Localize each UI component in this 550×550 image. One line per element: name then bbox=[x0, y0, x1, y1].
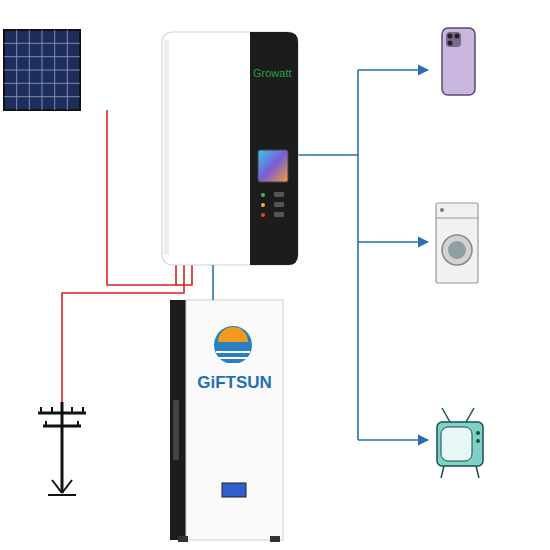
insulator bbox=[41, 407, 83, 426]
panel-frame bbox=[4, 30, 80, 110]
battery bbox=[170, 300, 283, 542]
battery-handle bbox=[173, 400, 179, 460]
led bbox=[261, 203, 265, 207]
inverter-box: Growatt bbox=[162, 32, 298, 265]
solar-panel bbox=[4, 30, 80, 110]
battery-box: GiFTSUN bbox=[170, 300, 283, 540]
battery-foot bbox=[178, 536, 188, 542]
lens bbox=[448, 34, 453, 39]
tv-leg bbox=[441, 466, 479, 478]
battery-display bbox=[222, 483, 246, 497]
brand-label: Growatt bbox=[253, 67, 295, 79]
battery-logo bbox=[216, 352, 250, 364]
load-wire bbox=[298, 154, 358, 156]
phone-icon bbox=[442, 28, 475, 95]
inverter-edge bbox=[164, 40, 169, 255]
tv-screen bbox=[441, 427, 472, 461]
button bbox=[274, 192, 284, 197]
battery-foot bbox=[270, 536, 280, 542]
washer-icon bbox=[436, 203, 478, 283]
load-arrow bbox=[358, 439, 428, 441]
phone-body bbox=[442, 28, 475, 95]
tv-case bbox=[437, 422, 483, 466]
brand-label: GiFTSUN bbox=[188, 374, 281, 393]
lens bbox=[448, 41, 453, 46]
battery-logo bbox=[214, 326, 252, 364]
button bbox=[274, 202, 284, 207]
inverter bbox=[162, 32, 298, 265]
pole-base bbox=[48, 480, 76, 495]
washer-panel bbox=[436, 218, 478, 219]
grid-wire bbox=[176, 265, 192, 285]
crossarm bbox=[43, 425, 81, 428]
load-arrow bbox=[358, 69, 428, 71]
led bbox=[261, 213, 265, 217]
tv-icon bbox=[437, 408, 483, 478]
load-arrow bbox=[358, 241, 428, 243]
washer-knob bbox=[440, 208, 444, 212]
tv-knob bbox=[476, 439, 480, 443]
washer-body bbox=[436, 203, 478, 283]
phone-camera bbox=[446, 32, 461, 47]
inverter-band bbox=[250, 32, 298, 265]
inverter-screen bbox=[258, 150, 288, 182]
load-wires bbox=[298, 70, 428, 440]
crossarm bbox=[38, 412, 86, 415]
lens bbox=[455, 34, 460, 39]
washer-door bbox=[442, 235, 472, 265]
load-wire bbox=[357, 70, 359, 440]
grid-wire bbox=[62, 265, 184, 402]
pole bbox=[61, 402, 64, 493]
led bbox=[261, 193, 265, 197]
button bbox=[274, 212, 284, 217]
tv-knob bbox=[476, 431, 480, 435]
tv-antenna bbox=[442, 408, 474, 422]
utility-pole bbox=[38, 402, 86, 495]
inverter-case bbox=[162, 32, 298, 265]
battery-front bbox=[186, 300, 283, 540]
washer-glass bbox=[448, 241, 466, 259]
battery-link bbox=[212, 265, 214, 300]
battery-logo bbox=[218, 327, 248, 342]
battery-side bbox=[170, 300, 188, 540]
panel-grid bbox=[4, 30, 80, 110]
